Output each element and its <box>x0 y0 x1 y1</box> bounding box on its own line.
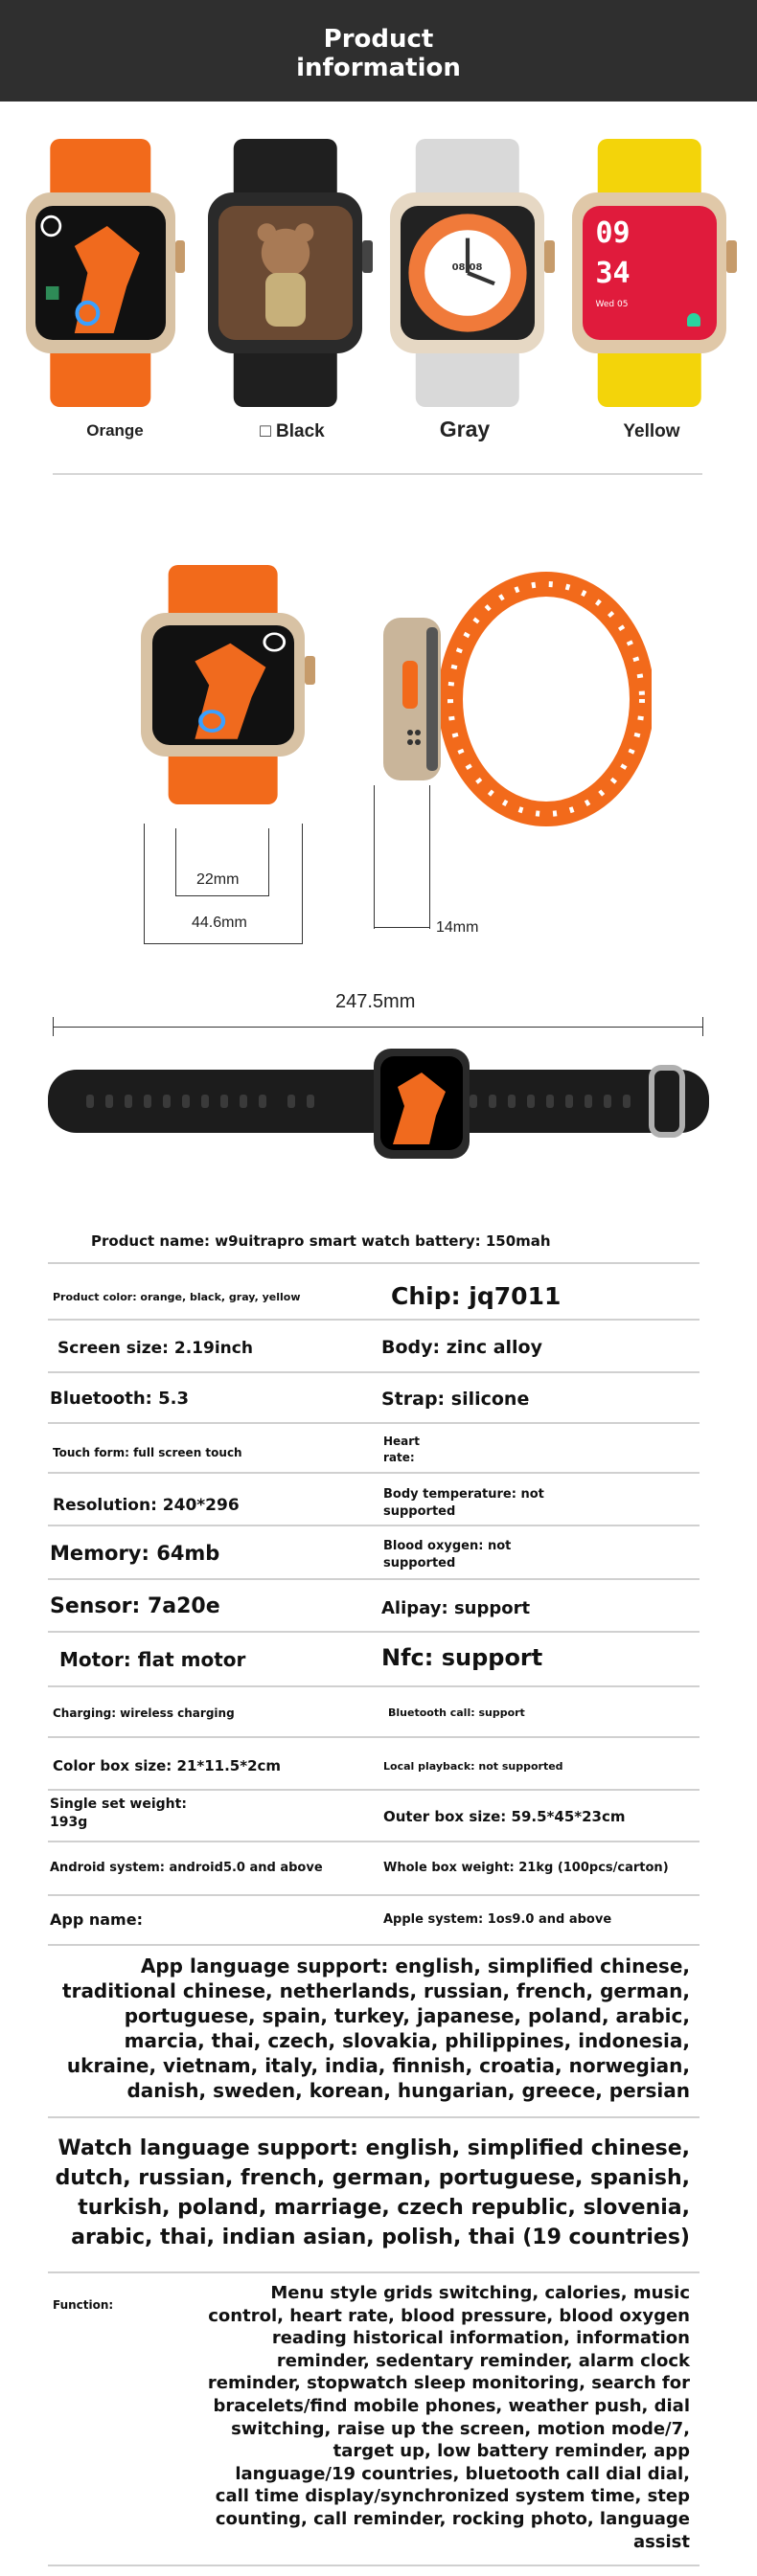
watch-language-line: dutch, russian, french, german, portugue… <box>55 2166 690 2190</box>
watch-orange-image <box>19 139 186 407</box>
watch-gray-image: 08:08 <box>383 139 555 407</box>
spec-bluetooth: Bluetooth: 5.3 <box>50 1389 190 1409</box>
spec-memory: Memory: 64mb <box>50 1542 220 1565</box>
function-line: control, heart rate, blood pressure, blo… <box>208 2305 690 2326</box>
spec-heart-rate-line1: Heart <box>383 1435 420 1448</box>
function-line: counting, call reminder, rocking photo, … <box>215 2508 690 2529</box>
spec-outer-box-size: Outer box size: 59.5*45*23cm <box>383 1808 626 1825</box>
spec-whole-box-weight: Whole box weight: 21kg (100pcs/carton) <box>383 1861 669 1875</box>
gray-screen-time: 08:08 <box>451 261 483 273</box>
header-title-line1: Product <box>323 25 434 54</box>
function-line: reminder, stopwatch sleep monitoring, se… <box>207 2373 690 2394</box>
case-width-dimension: 44.6mm <box>192 915 247 931</box>
spec-strap: Strap: silicone <box>381 1389 530 1410</box>
app-language-support: App language support: english, simplifie… <box>38 1954 690 2103</box>
spec-touch-form: Touch form: full screen touch <box>53 1446 242 1459</box>
variant-label-black: □ Black <box>260 421 325 441</box>
ghost-icon <box>686 313 700 327</box>
function-line: assist <box>632 2531 690 2552</box>
watch-language-line: turkish, poland, marriage, czech republi… <box>78 2196 690 2220</box>
function-line: target up, low battery reminder, app <box>333 2441 690 2462</box>
spec-body-temperature-line1: Body temperature: not <box>383 1487 544 1502</box>
screen-width-dimension: 22mm <box>196 871 240 888</box>
watch-side-dimension-image <box>374 555 654 843</box>
function-line: bracelets/find mobile phones, weather pu… <box>213 2395 690 2416</box>
watch-front-dimension-image <box>134 565 315 804</box>
flat-strap-icon <box>48 1049 709 1159</box>
app-language-line: ukraine, vietnam, italy, india, finnish,… <box>66 2054 690 2077</box>
yellow-screen-hour: 09 <box>595 216 631 251</box>
app-language-line: portuguese, spain, turkey, japanese, pol… <box>124 2004 690 2027</box>
function-label: Function: <box>53 2298 114 2312</box>
function-line: reminder, sedentary reminder, alarm cloc… <box>276 2350 690 2371</box>
function-line: language/19 countries, bluetooth call di… <box>235 2463 690 2484</box>
spec-blood-oxygen-line2: supported <box>383 1556 456 1570</box>
spec-body: Body: zinc alloy <box>381 1337 542 1358</box>
bear-pattern-icon <box>218 206 353 340</box>
variant-label-orange: Orange <box>86 421 144 440</box>
spec-nfc: Nfc: support <box>381 1644 543 1671</box>
divider <box>53 473 702 475</box>
app-language-line: danish, sweden, korean, hungarian, greec… <box>126 2079 690 2102</box>
spec-app-name: App name: <box>50 1910 143 1929</box>
function-line: call time display/synchronized system ti… <box>215 2486 690 2507</box>
spec-charging: Charging: wireless charging <box>53 1706 235 1720</box>
function-line: Menu style grids switching, calories, mu… <box>270 2283 690 2303</box>
horse-face-icon <box>40 215 140 333</box>
watch-language-line: arabic, thai, indian asian, polish, thai… <box>71 2226 690 2249</box>
app-language-line: marcia, thai, czech, slovakia, philippin… <box>124 2029 690 2052</box>
total-length-dimension: 247.5mm <box>335 991 416 1012</box>
spec-android-system: Android system: android5.0 and above <box>50 1861 323 1875</box>
thickness-dimension: 14mm <box>436 919 479 936</box>
spec-heart-rate-line2: rate: <box>383 1451 415 1464</box>
app-language-line: App language support: english, simplifie… <box>140 1955 690 1977</box>
spec-screen-size: Screen size: 2.19inch <box>57 1339 253 1358</box>
loop-strap-icon <box>383 572 654 826</box>
watch-language-line: Watch language support: english, simplif… <box>57 2136 690 2160</box>
watch-yellow-image: 09 34 Wed 05 <box>565 139 737 407</box>
spec-blood-oxygen-line1: Blood oxygen: not <box>383 1539 512 1553</box>
function-list: Menu style grids switching, calories, mu… <box>192 2282 690 2553</box>
spec-sensor: Sensor: 7a20e <box>50 1594 220 1618</box>
spec-alipay: Alipay: support <box>381 1598 531 1618</box>
function-line: reading historical information, informat… <box>271 2328 690 2349</box>
variant-label-gray: Gray <box>439 417 491 441</box>
horse-face-icon <box>194 632 286 739</box>
watch-black-image <box>201 139 373 407</box>
spec-chip: Chip: jq7011 <box>391 1282 562 1310</box>
yellow-screen-minute: 34 <box>595 257 631 291</box>
spec-apple-system: Apple system: 1os9.0 and above <box>383 1912 612 1927</box>
spec-body-temperature-line2: supported <box>383 1504 456 1519</box>
header-title-line2: information <box>296 54 461 82</box>
spec-product-name: Product name: w9uitrapro smart watch bat… <box>91 1232 551 1250</box>
spec-motor: Motor: flat motor <box>59 1648 246 1671</box>
watch-flat-strap-image <box>48 1049 709 1164</box>
spec-single-weight-line1: Single set weight: <box>50 1796 187 1812</box>
page-header: Product information <box>0 0 757 102</box>
spec-single-weight-line2: 193g <box>50 1815 88 1830</box>
spec-color-box-size: Color box size: 21*11.5*2cm <box>53 1757 282 1774</box>
spec-local-playback: Local playback: not supported <box>383 1760 563 1773</box>
spec-resolution: Resolution: 240*296 <box>53 1496 240 1515</box>
watch-language-support: Watch language support: english, simplif… <box>29 2134 690 2252</box>
yellow-screen-date: Wed 05 <box>595 300 629 309</box>
spec-product-color: Product color: orange, black, gray, yell… <box>53 1291 301 1303</box>
spec-bluetooth-call: Bluetooth call: support <box>388 1706 525 1719</box>
dial-face-icon <box>407 214 527 332</box>
variant-label-yellow: Yellow <box>623 421 680 441</box>
app-language-line: traditional chinese, netherlands, russia… <box>62 1979 690 2002</box>
function-line: switching, raise up the screen, motion m… <box>231 2418 690 2439</box>
